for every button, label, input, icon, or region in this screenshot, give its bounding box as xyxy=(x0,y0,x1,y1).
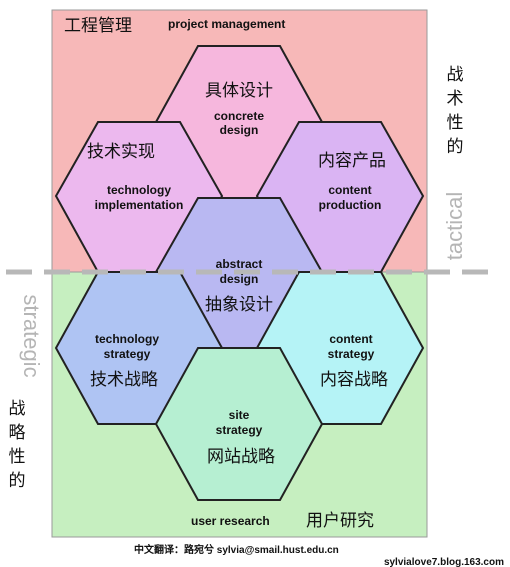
user-research-label-zh: 用户研究 xyxy=(306,511,374,531)
translation-credit: 中文翻译：路宛兮 sylvia@smail.hust.edu.cn xyxy=(134,543,339,556)
strategic-label-zh-3: 性 xyxy=(9,447,26,467)
site-strategy-label-zh: 网站战略 xyxy=(207,447,275,467)
concrete-design-label-en-2: design xyxy=(220,123,259,137)
content-production-label-en-2: production xyxy=(319,198,382,212)
tactical-label-zh-2: 术 xyxy=(447,89,464,109)
tactical-label-zh-3: 性 xyxy=(447,113,464,133)
content-strategy-label-en-1: content xyxy=(329,332,372,346)
technology-strategy-label-en-2: strategy xyxy=(104,347,151,361)
content-production-label-en-1: content xyxy=(328,183,371,197)
strategic-label-zh-1: 战 xyxy=(9,399,26,419)
project-management-label-en: project management xyxy=(168,17,285,31)
technology-implementation-label-en-2: implementation xyxy=(95,198,184,212)
strategic-label-zh-4: 的 xyxy=(9,471,26,491)
content-strategy-label-en-2: strategy xyxy=(328,347,375,361)
site-strategy-label-en-1: site xyxy=(229,408,250,422)
technology-implementation-label-zh: 技术实现 xyxy=(87,142,155,162)
project-management-label-zh: 工程管理 xyxy=(64,16,132,36)
abstract-design-label-zh: 抽象设计 xyxy=(205,295,273,315)
content-strategy-label-zh: 内容战略 xyxy=(320,370,388,390)
user-research-label-en: user research xyxy=(191,514,270,528)
concrete-design-label-zh: 具体设计 xyxy=(205,81,273,101)
abstract-design-label-en-2: design xyxy=(220,272,259,286)
tactical-label: tactical xyxy=(442,192,467,260)
hex-site-strategy xyxy=(154,347,324,501)
abstract-design-label-en-1: abstract xyxy=(216,257,263,271)
site-strategy-label-en-2: strategy xyxy=(216,423,263,437)
technology-strategy-label-zh: 技术战略 xyxy=(90,370,158,390)
concrete-design-label-en-1: concrete xyxy=(214,109,264,123)
content-production-label-zh: 内容产品 xyxy=(318,151,386,171)
tactical-label-zh-4: 的 xyxy=(447,137,464,157)
blog-url: sylvialove7.blog.163.com xyxy=(384,557,504,567)
tactical-label-zh-1: 战 xyxy=(447,65,464,85)
technology-implementation-label-en-1: technology xyxy=(107,183,171,197)
strategic-label-zh-2: 略 xyxy=(9,423,26,443)
strategic-label: strategic xyxy=(19,294,44,377)
technology-strategy-label-en-1: technology xyxy=(95,332,159,346)
